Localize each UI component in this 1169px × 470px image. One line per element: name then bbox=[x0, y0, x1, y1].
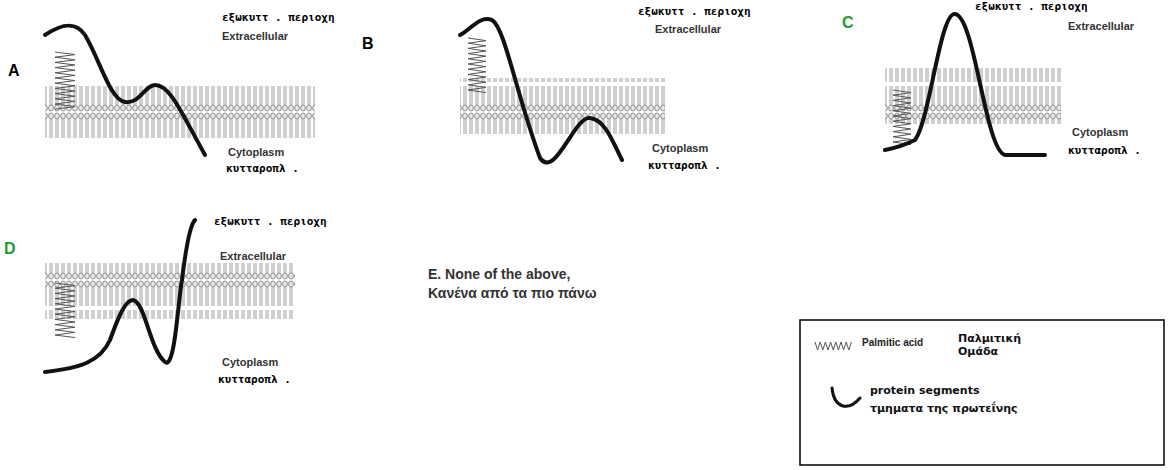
region-label-greek: κυτταροπλ . bbox=[218, 374, 291, 387]
region-label-greek: εξωκυττ . περιοχη bbox=[222, 12, 335, 25]
region-label-greek: κυτταροπλ . bbox=[226, 163, 299, 176]
region-label-greek: εξωκυττ . περιοχη bbox=[638, 6, 751, 19]
protein-chain bbox=[45, 220, 195, 372]
panel-letter: B bbox=[362, 35, 374, 53]
region-label: Extracellular bbox=[1068, 20, 1134, 33]
lipid-bilayer bbox=[45, 263, 295, 319]
protein-chain bbox=[885, 14, 1045, 155]
region-label-greek: κυτταροπλ . bbox=[648, 160, 721, 173]
palmitic-sample bbox=[815, 342, 851, 350]
protein-chain bbox=[460, 19, 622, 163]
region-label-greek: εξωκυττ . περιοχη bbox=[975, 1, 1088, 14]
region-label: Cytoplasm bbox=[1072, 126, 1128, 139]
palmitic-acid bbox=[893, 90, 911, 145]
legend-text-greek: τμηματα της πρωτεΐνης bbox=[870, 403, 1018, 416]
protein-chain bbox=[45, 26, 205, 155]
protein-sample bbox=[832, 388, 860, 406]
legend-box bbox=[800, 320, 1164, 465]
region-label: Cytoplasm bbox=[652, 142, 708, 155]
lipid-bilayer bbox=[885, 68, 1061, 124]
region-label: Cytoplasm bbox=[228, 146, 284, 159]
palmitic-coils bbox=[55, 38, 911, 350]
region-label-greek: εξωκυττ . περιοχη bbox=[214, 216, 327, 229]
legend-text: Palmitic acid bbox=[862, 337, 923, 349]
region-label: Cytoplasm bbox=[222, 356, 278, 369]
palmitic-acid bbox=[468, 38, 486, 93]
region-label: Extracellular bbox=[220, 250, 286, 263]
legend-text: protein segments bbox=[870, 385, 979, 398]
option-text: Κανένα από τα πιο πάνω bbox=[428, 285, 597, 301]
legend-text-greek: Παλμιτική Ομάδα bbox=[958, 333, 1038, 358]
panel-letter: A bbox=[8, 62, 20, 80]
panel-letter: C bbox=[842, 14, 854, 32]
palmitic-acid bbox=[55, 52, 75, 109]
panel-letter: D bbox=[4, 240, 16, 258]
palmitic-acid bbox=[55, 283, 75, 338]
region-label: Extracellular bbox=[222, 30, 288, 43]
region-label-greek: κυτταροπλ . bbox=[1068, 145, 1141, 158]
region-label: Extracellular bbox=[655, 23, 721, 36]
option-text: E. None of the above, bbox=[428, 266, 570, 282]
lipid-bilayer bbox=[460, 78, 665, 134]
